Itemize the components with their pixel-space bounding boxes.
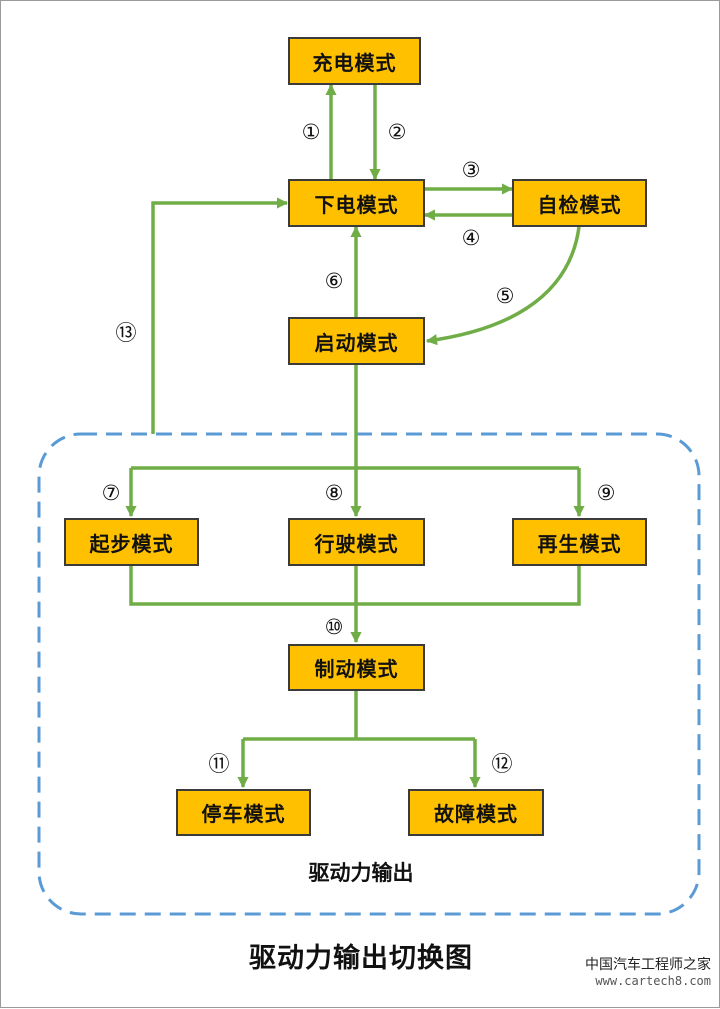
node-charging-mode: 充电模式 — [288, 37, 421, 85]
edge-label-3: ③ — [461, 158, 481, 182]
edge-label-12: ⑫ — [491, 752, 513, 776]
node-braking-mode: 制动模式 — [288, 644, 425, 691]
edge-label-5: ⑤ — [495, 284, 515, 308]
edge-label-1: ① — [301, 120, 321, 144]
edge-label-11: ⑪ — [208, 752, 230, 776]
arrow-5 — [425, 226, 581, 346]
arrow-13 — [151, 197, 289, 434]
edge-label-6: ⑥ — [324, 269, 344, 293]
edge-label-7: ⑦ — [101, 481, 121, 505]
edge-label-9: ⑨ — [596, 481, 616, 505]
edge-label-2: ② — [387, 120, 407, 144]
watermark: 中国汽车工程师之家 www.cartech8.com — [585, 957, 711, 989]
node-fault-mode: 故障模式 — [408, 789, 544, 836]
edge-label-8: ⑧ — [324, 481, 344, 505]
node-parking-mode: 停车模式 — [176, 789, 311, 836]
watermark-url: www.cartech8.com — [595, 974, 711, 988]
node-driving-mode: 行驶模式 — [288, 518, 425, 566]
edge-label-10: ⑩ — [324, 615, 344, 639]
node-regen-mode: 再生模式 — [512, 518, 647, 566]
drive-output-region — [37, 432, 701, 916]
node-launch-mode: 起步模式 — [64, 518, 199, 566]
figure-caption: 驱动力输出切换图 — [249, 943, 473, 974]
node-startup-mode: 启动模式 — [288, 317, 425, 365]
edge-label-4: ④ — [461, 226, 481, 250]
region-label: 驱动力输出 — [308, 861, 414, 885]
watermark-text: 中国汽车工程师之家 — [585, 957, 711, 973]
edge-label-13: ⑬ — [115, 321, 137, 345]
node-self-check-mode: 自检模式 — [512, 179, 647, 227]
node-power-down-mode: 下电模式 — [288, 179, 425, 227]
